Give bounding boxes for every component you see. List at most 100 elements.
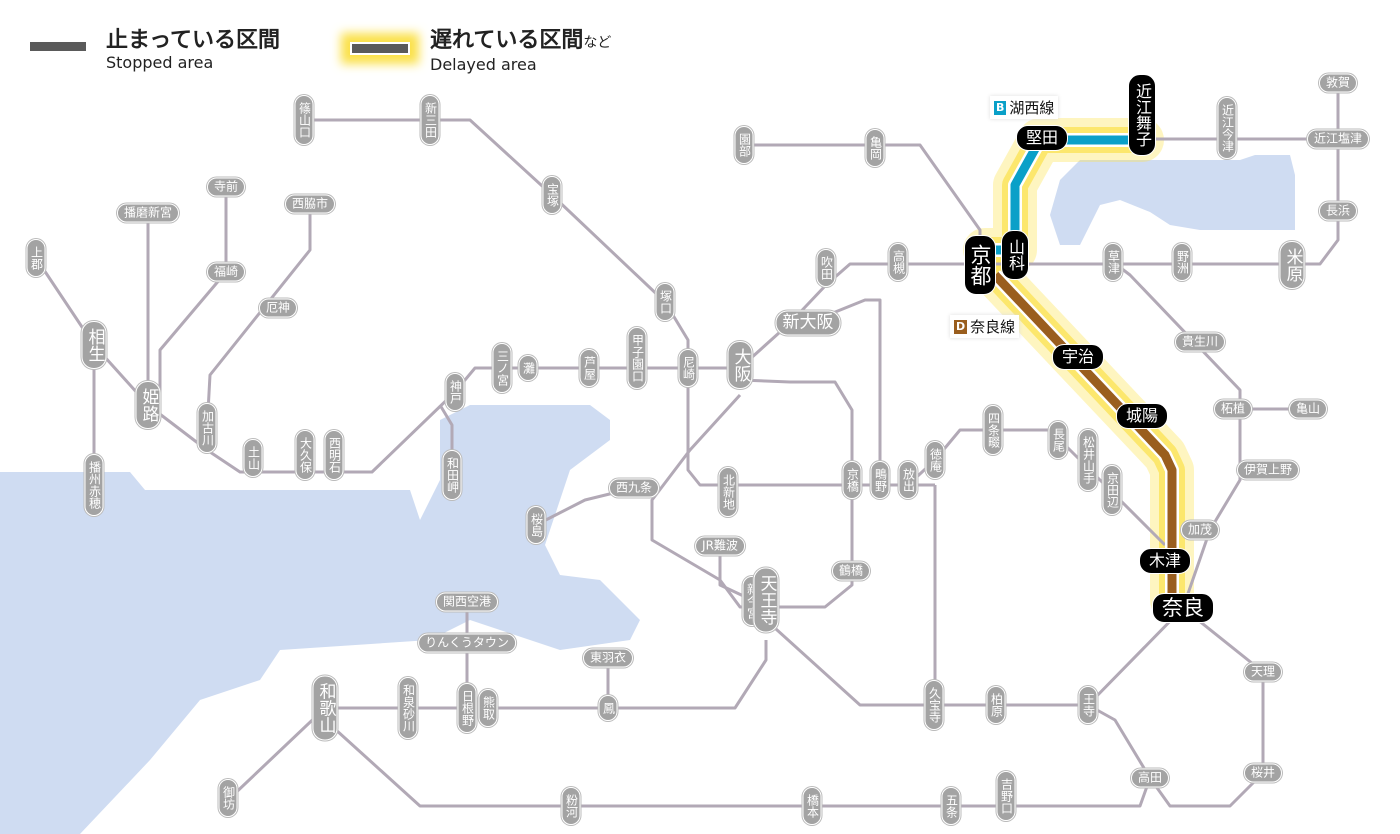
station-label[interactable]: りんくうタウン: [418, 633, 516, 653]
station-label[interactable]: 徳庵: [925, 441, 945, 479]
station-label[interactable]: 播磨新宮: [116, 203, 180, 223]
station-label[interactable]: 天理: [1243, 662, 1283, 682]
station-label[interactable]: 長浜: [1318, 201, 1358, 221]
station-label[interactable]: 新大阪: [775, 310, 841, 336]
station-label[interactable]: 日根野: [457, 683, 477, 733]
station-label[interactable]: 大阪: [727, 341, 753, 389]
station-label[interactable]: 四条畷: [983, 405, 1003, 455]
station-label[interactable]: 相生: [81, 321, 107, 369]
station-label[interactable]: 敦賀: [1318, 73, 1358, 93]
station-label[interactable]: 福崎: [206, 262, 246, 282]
station-label[interactable]: 五条: [941, 787, 961, 825]
station-label[interactable]: 伊賀上野: [1236, 460, 1300, 480]
station-label[interactable]: 新三田: [420, 95, 440, 145]
station-label[interactable]: 三ノ宮: [492, 343, 512, 393]
water-areas: [0, 155, 1295, 834]
station-label[interactable]: 篠山口: [294, 95, 314, 145]
station-label[interactable]: 西脇市: [284, 194, 336, 214]
station-label[interactable]: 鳳: [598, 695, 618, 721]
station-label[interactable]: 京都: [964, 235, 996, 295]
track-line: [744, 143, 982, 264]
track-line: [34, 83, 1340, 474]
station-label[interactable]: 土山: [243, 439, 263, 477]
station-label[interactable]: 灘: [518, 355, 538, 381]
station-label[interactable]: 鶴橋: [831, 561, 871, 581]
station-label[interactable]: 播州赤穂: [84, 454, 104, 516]
nara-letter-badge: D: [954, 319, 968, 334]
delayed-jp: 遅れている区間: [430, 28, 584, 53]
station-label[interactable]: 甲子園口: [627, 327, 647, 389]
water-area: [0, 760, 50, 834]
station-label[interactable]: 西明石: [324, 430, 344, 480]
station-label[interactable]: 東羽衣: [582, 648, 634, 668]
station-label[interactable]: 尼崎: [678, 349, 698, 387]
track-line: [906, 428, 1167, 547]
station-label[interactable]: 高田: [1130, 768, 1170, 788]
station-label[interactable]: 天王寺: [753, 567, 779, 633]
station-label[interactable]: 姫路: [135, 381, 161, 429]
station-label[interactable]: 神戸: [445, 373, 465, 411]
station-label[interactable]: 近江塩津: [1306, 129, 1370, 149]
station-label[interactable]: 近江今津: [1217, 97, 1237, 159]
station-label[interactable]: 吉野口: [996, 771, 1016, 821]
station-label[interactable]: 塚口: [655, 283, 675, 321]
station-label[interactable]: JR難波: [695, 536, 745, 556]
line-tag-nara[interactable]: D 奈良線: [950, 315, 1020, 338]
station-label[interactable]: 関西空港: [435, 592, 499, 612]
station-label[interactable]: 橋本: [802, 787, 822, 825]
station-label[interactable]: 吹田: [816, 249, 836, 287]
station-label[interactable]: 亀山: [1288, 399, 1328, 419]
station-label[interactable]: 近江舞子: [1128, 74, 1156, 156]
delayed-jp-suffix: など: [583, 35, 612, 51]
station-label[interactable]: 長尾: [1048, 421, 1068, 459]
kosei-letter-badge: B: [994, 100, 1007, 115]
water-area: [0, 405, 640, 834]
station-label[interactable]: 御坊: [218, 779, 238, 817]
station-label[interactable]: 山科: [1001, 230, 1029, 280]
station-label[interactable]: 厄神: [258, 298, 298, 318]
station-label[interactable]: 桜井: [1243, 763, 1283, 783]
station-label[interactable]: 野洲: [1172, 243, 1192, 281]
station-label[interactable]: 京橋: [842, 461, 862, 499]
station-label[interactable]: 王寺: [1078, 686, 1098, 724]
track-line: [205, 204, 312, 431]
station-label[interactable]: 和田岬: [442, 450, 462, 500]
station-label[interactable]: 宝塚: [542, 176, 562, 214]
nara-line-name: 奈良線: [970, 318, 1016, 336]
station-label[interactable]: 和歌山: [312, 675, 338, 741]
line-tag-kosei[interactable]: B 湖西線: [990, 96, 1059, 119]
station-label[interactable]: 宇治: [1051, 344, 1105, 370]
station-label[interactable]: 奈良: [1152, 593, 1214, 623]
station-label[interactable]: 北新地: [718, 467, 738, 517]
station-label[interactable]: 草津: [1103, 243, 1123, 281]
track-line: [1148, 606, 1265, 808]
station-label[interactable]: 久宝寺: [924, 680, 944, 730]
station-label[interactable]: 柏原: [986, 686, 1006, 724]
station-label[interactable]: 京田辺: [1102, 465, 1122, 515]
station-label[interactable]: 大久保: [295, 430, 315, 480]
station-label[interactable]: 高槻: [888, 243, 908, 281]
station-label[interactable]: 城陽: [1115, 403, 1169, 429]
station-label[interactable]: 加茂: [1180, 520, 1220, 540]
station-label[interactable]: 西九条: [608, 478, 660, 498]
track-line: [226, 640, 768, 802]
station-label[interactable]: 園部: [734, 126, 754, 164]
station-label[interactable]: 木津: [1138, 548, 1192, 574]
station-label[interactable]: 和泉砂川: [398, 677, 418, 739]
station-label[interactable]: 米原: [1279, 241, 1305, 289]
station-label[interactable]: 松井山手: [1078, 429, 1098, 491]
station-label[interactable]: 熊取: [478, 689, 498, 727]
station-label[interactable]: 貴生川: [1174, 332, 1226, 352]
station-label[interactable]: 堅田: [1015, 125, 1069, 151]
station-label[interactable]: 上郡: [26, 239, 46, 277]
station-label[interactable]: 寺前: [206, 177, 246, 197]
station-label[interactable]: 芦屋: [579, 349, 599, 387]
station-label[interactable]: 亀岡: [865, 129, 885, 167]
station-label[interactable]: 粉河: [561, 787, 581, 825]
station-label[interactable]: 放出: [898, 461, 918, 499]
station-label[interactable]: 鴫野: [870, 461, 890, 499]
station-label[interactable]: 桜島: [526, 506, 546, 544]
station-label[interactable]: 加古川: [197, 403, 217, 453]
station-label[interactable]: 柘植: [1213, 399, 1253, 419]
